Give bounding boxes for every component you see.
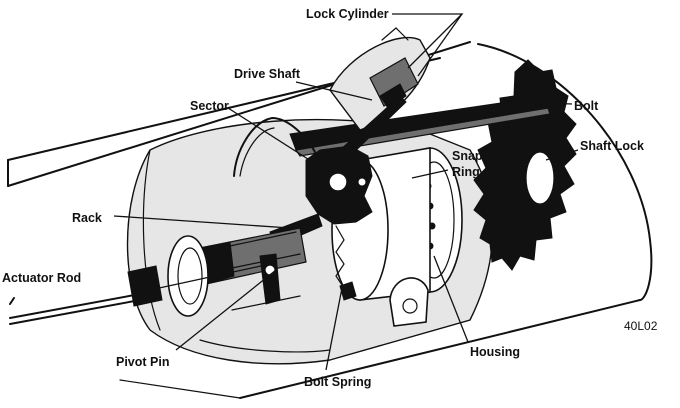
sector-arc (233, 117, 319, 177)
label-lock-cylinder: Lock Cylinder (306, 7, 389, 21)
label-actuator-rod: Actuator Rod (2, 271, 81, 285)
lower-bracket (389, 277, 429, 327)
label-housing: Housing (470, 345, 520, 359)
figure-code: 40L02 (624, 319, 658, 333)
leader-lines (9, 13, 579, 371)
label-bolt-spring: Bolt Spring (304, 375, 371, 389)
sector-gear (305, 145, 373, 225)
label-snap-ring-2: Ring (452, 165, 480, 179)
label-pivot-pin: Pivot Pin (116, 355, 169, 369)
label-drive-shaft: Drive Shaft (234, 67, 301, 81)
bolt-spring (335, 225, 357, 301)
label-rack: Rack (72, 211, 102, 225)
label-sector: Sector (190, 99, 229, 113)
label-bolt: Bolt (574, 99, 599, 113)
label-snap-ring-1: Snap (452, 149, 483, 163)
actuator-rod (9, 235, 271, 325)
label-shaft-lock: Shaft Lock (580, 139, 644, 153)
shaft-lock-disc (473, 59, 577, 271)
pivot-pin-lever (231, 253, 301, 311)
